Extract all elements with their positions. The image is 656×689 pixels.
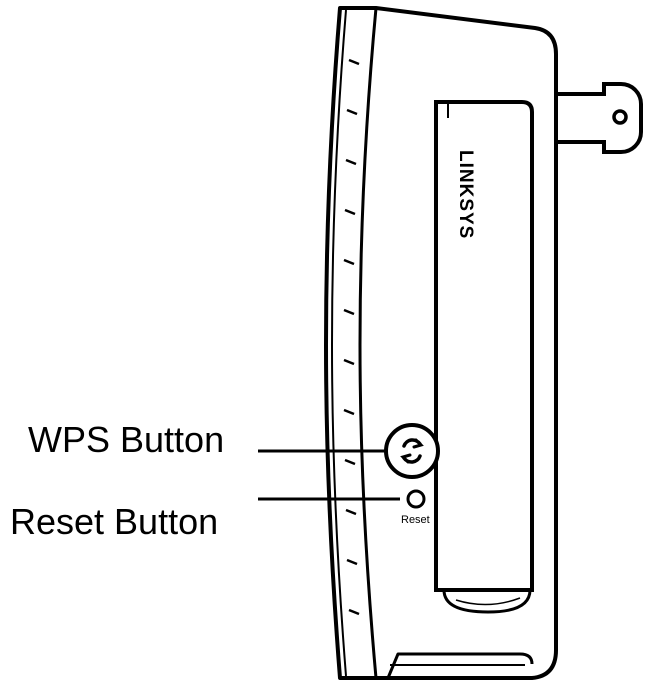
- ac-plug: [556, 82, 643, 154]
- device-body: [324, 6, 558, 680]
- wps-arrows-icon: [400, 438, 424, 464]
- reset-button[interactable]: [406, 489, 426, 509]
- brand-logo: LINKSYS: [455, 150, 476, 239]
- side-vent-ticks: [343, 58, 360, 616]
- front-panel: [434, 100, 534, 614]
- reset-button-label: Reset Button: [10, 501, 218, 542]
- wps-button[interactable]: [384, 423, 440, 479]
- wps-button-label: WPS Button: [28, 419, 224, 460]
- callout-lines: [258, 449, 400, 501]
- reset-caption: Reset: [401, 514, 430, 526]
